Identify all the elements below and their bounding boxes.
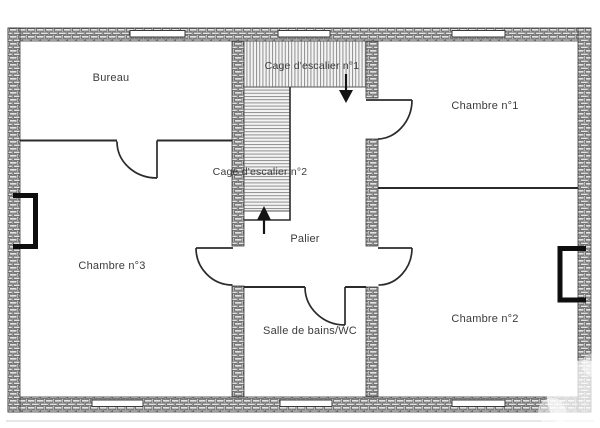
stairwell-wall-right-mid xyxy=(365,138,379,247)
exterior-wall-left xyxy=(7,27,21,413)
door-palier-chambre-2 xyxy=(378,247,413,286)
room-label-cage-escalier-2: Cage d'escalier n°2 xyxy=(212,166,308,178)
room-label-salle-de-bains: Salle de bains/WC xyxy=(263,325,357,337)
door-bureau-chambre3 xyxy=(116,140,158,179)
stairs-up-arrow-icon xyxy=(257,206,271,234)
window-bottom-1 xyxy=(91,399,144,407)
stairs-down-arrow-icon xyxy=(339,74,353,103)
doors xyxy=(116,99,413,326)
stairwell-wall-right-lower xyxy=(365,286,379,398)
door-salle-de-bains xyxy=(304,286,346,326)
shutter-left-icon xyxy=(13,193,38,249)
windows xyxy=(91,30,506,407)
room-label-palier: Palier xyxy=(290,233,320,245)
room-label-cage-escalier-1: Cage d'escalier n°1 xyxy=(264,60,360,72)
stairwell-wall-left-lower xyxy=(231,285,245,398)
partition-walls xyxy=(20,139,578,288)
stairwell-walls xyxy=(231,40,379,398)
stairwell-wall-right-upper xyxy=(365,40,379,99)
door-palier-chambre-3 xyxy=(195,247,233,286)
shutter-right-icon xyxy=(557,246,586,303)
stairs-cage-2 xyxy=(243,86,291,212)
stairwell-wall-left-upper xyxy=(231,40,245,247)
window-top-1 xyxy=(129,30,186,38)
door-chambre-1 xyxy=(366,99,413,140)
window-bottom-2 xyxy=(279,399,333,407)
room-label-chambre-1: Chambre n°1 xyxy=(451,100,519,112)
window-top-3 xyxy=(451,30,506,38)
room-label-chambre-2: Chambre n°2 xyxy=(451,313,519,325)
room-label-chambre-3: Chambre n°3 xyxy=(78,260,146,272)
window-top-2 xyxy=(277,30,331,38)
room-label-bureau: Bureau xyxy=(92,72,130,84)
window-bottom-3 xyxy=(451,399,506,407)
stair-arrows xyxy=(257,74,353,234)
scan-artifact-line xyxy=(6,420,594,422)
watermark xyxy=(538,353,600,428)
shutter-brackets xyxy=(13,193,586,303)
